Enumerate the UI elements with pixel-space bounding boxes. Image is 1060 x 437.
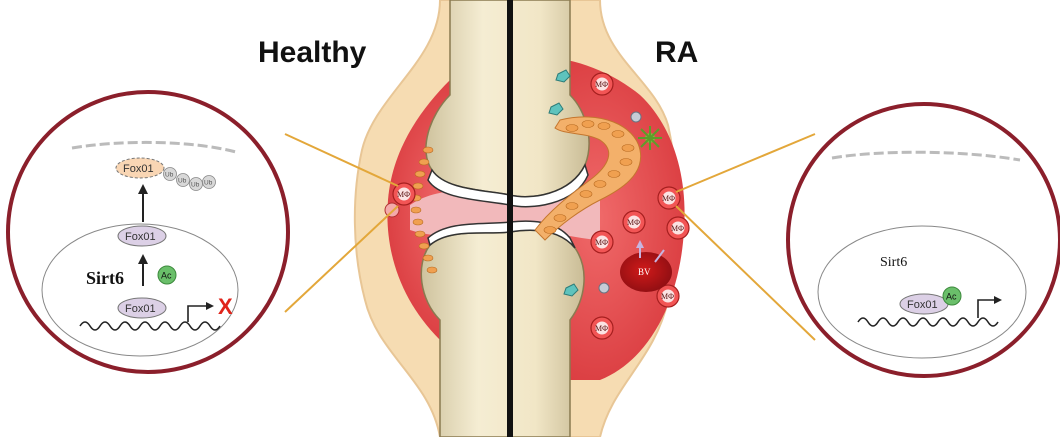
healthy-inset: Fox01 Ub Ub Ub Ub Fox01 Sirt6 Ac [8, 92, 288, 372]
healthy-macrophage-label: MΦ [397, 190, 410, 199]
ra-macrophage-label-1: MΦ [595, 80, 608, 89]
ra-macrophage-label-6: MΦ [661, 292, 674, 301]
fox01-degraded: Fox01 [116, 158, 164, 178]
ra-macrophage-label-7: MΦ [595, 324, 608, 333]
grey-cell-icon [631, 112, 641, 122]
ra-fox01-dna-bound: Fox01 [900, 294, 948, 314]
heading-healthy: Healthy [258, 36, 367, 69]
fox01-dna-bound: Fox01 [118, 298, 166, 318]
ub-tag-1: Ub [165, 172, 174, 179]
transcription-blocked-mark: X [218, 294, 233, 319]
fox01-dna-label: Fox01 [125, 303, 156, 315]
healthy-acetyl-group: Ac [158, 266, 176, 284]
ra-macrophage-label-5: MΦ [595, 238, 608, 247]
ra-macrophage: MΦ [591, 317, 613, 339]
center-divider [507, 0, 513, 437]
healthy-sirt6-label: Sirt6 [86, 268, 124, 288]
ra-macrophage-label-4: MΦ [671, 224, 684, 233]
ra-macrophage-label-2: MΦ [662, 194, 675, 203]
ra-macrophage: MΦ [623, 211, 645, 233]
fox01-cytosolic-label: Fox01 [125, 231, 156, 243]
fox01-degraded-label: Fox01 [123, 163, 154, 175]
ra-fox01-label: Fox01 [907, 299, 938, 311]
blood-vessel: BV [620, 252, 672, 292]
ra-acetyl-group: Ac [943, 287, 961, 305]
lower-bone [421, 230, 584, 437]
fox01-cytosolic: Fox01 [118, 226, 166, 246]
ra-macrophage-label-3: MΦ [627, 218, 640, 227]
healthy-ac-label: Ac [161, 271, 172, 281]
ra-ac-label: Ac [946, 292, 957, 302]
ra-macrophage: MΦ [591, 73, 613, 95]
ra-macrophage: MΦ [591, 231, 613, 253]
ra-inset: Sirt6 Fox01 Ac [788, 104, 1060, 376]
activated-cell-icon [638, 126, 662, 150]
ub-tag-2: Ub [178, 178, 187, 185]
blood-vessel-label: BV [638, 267, 651, 277]
ub-tag-4: Ub [204, 180, 213, 187]
ra-sirt6-label: Sirt6 [880, 255, 907, 270]
ra-nucleus [818, 226, 1026, 358]
ra-macrophage: MΦ [667, 217, 689, 239]
grey-cell-icon [599, 283, 609, 293]
ub-tag-3: Ub [191, 182, 200, 189]
heading-ra: RA [655, 36, 698, 69]
